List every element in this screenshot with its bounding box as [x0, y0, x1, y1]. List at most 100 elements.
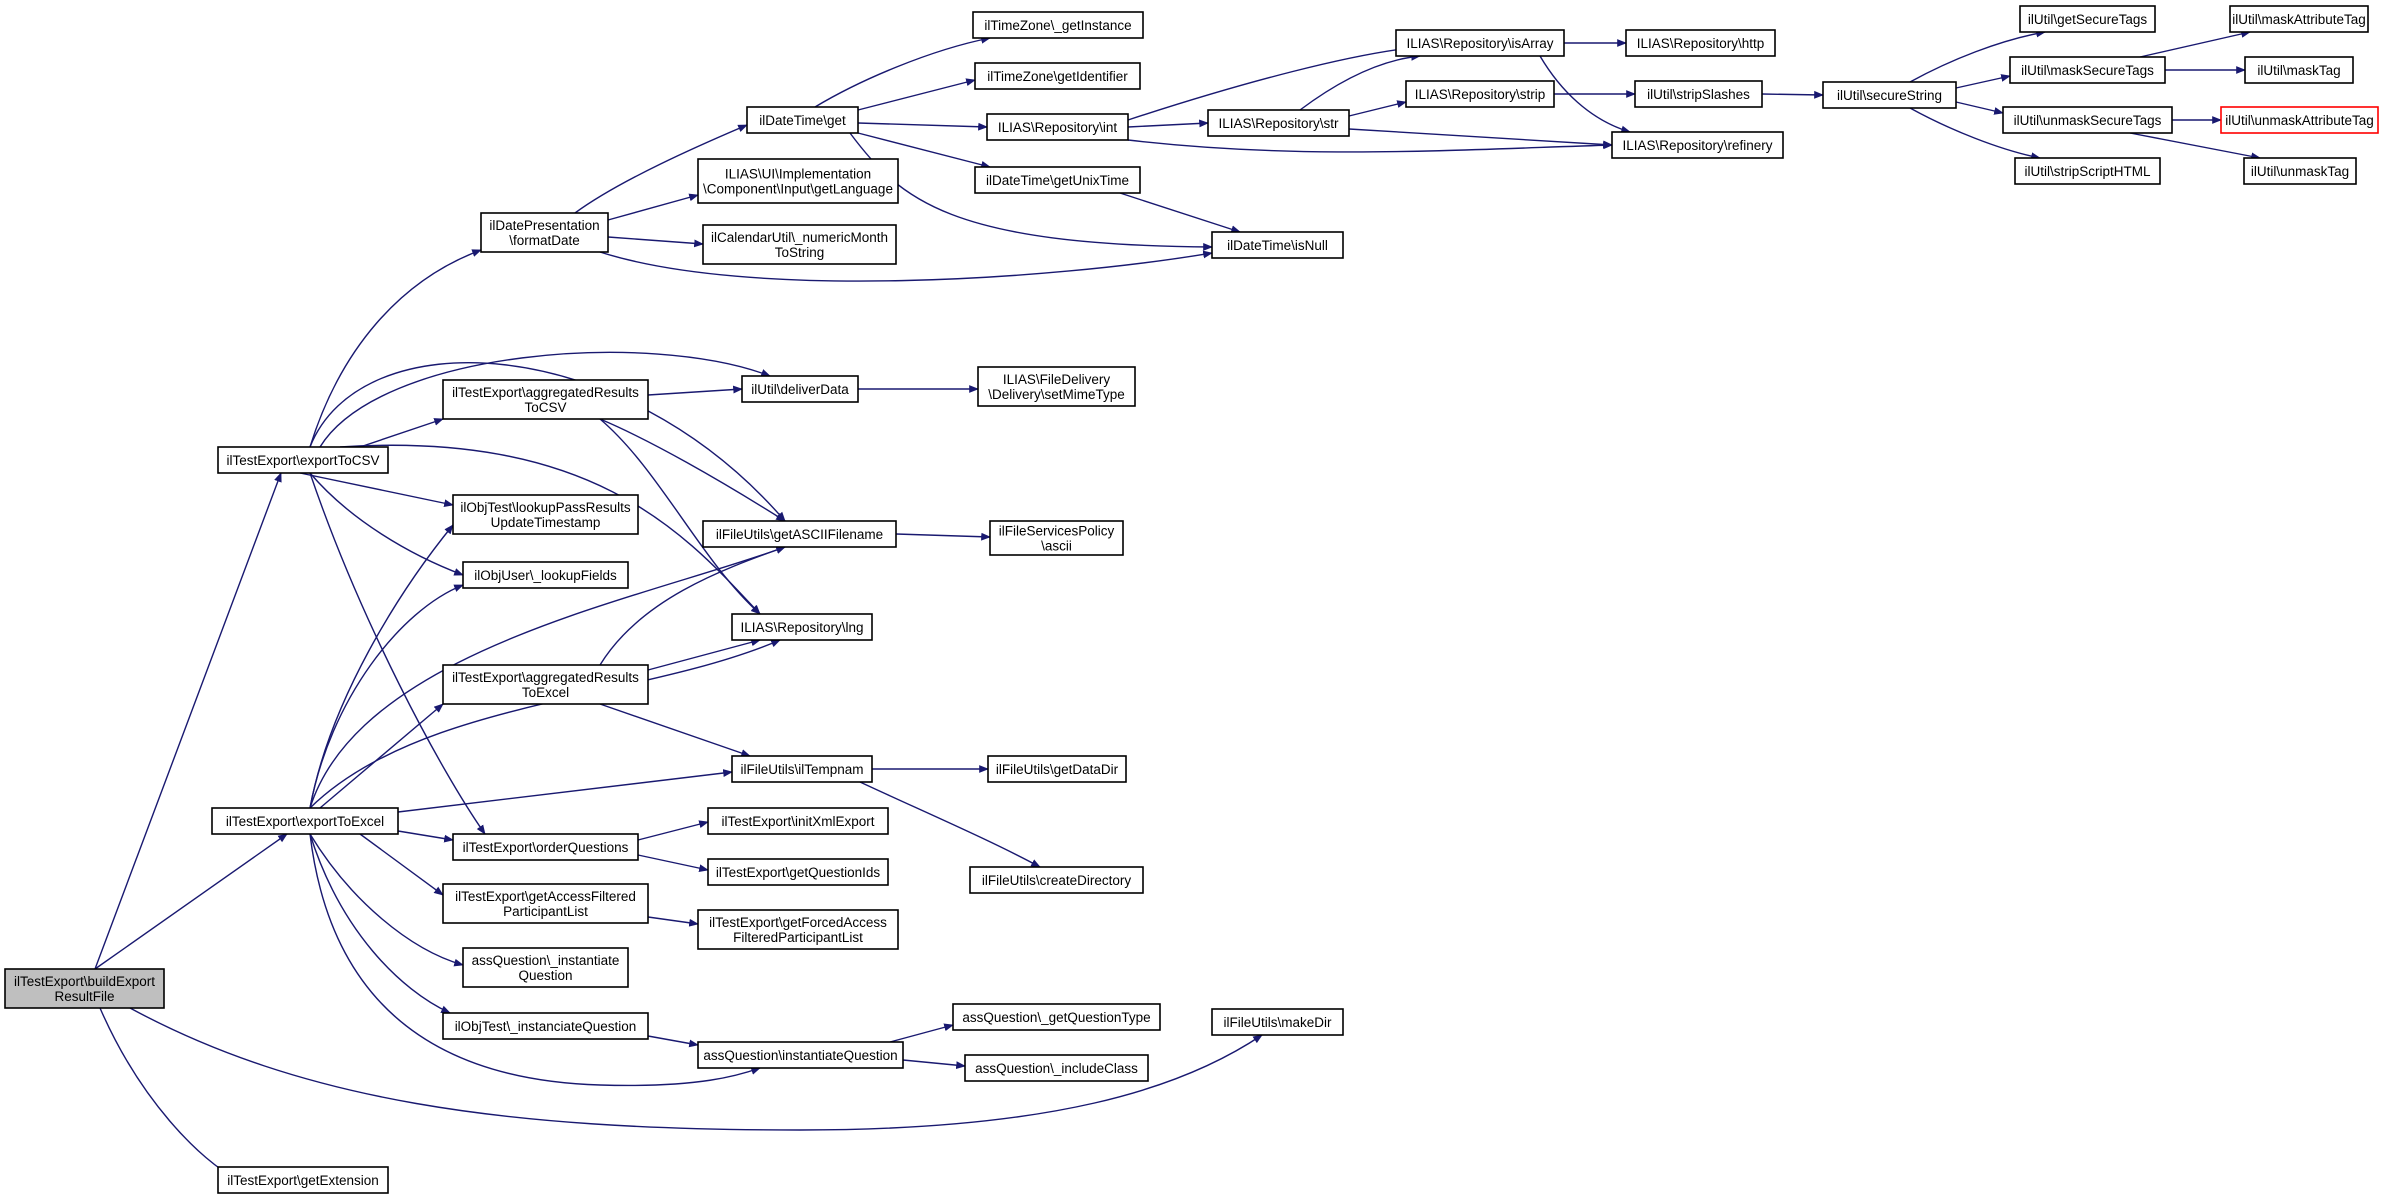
- node-mask-secure-tags[interactable]: ilUtil\maskSecureTags: [2009, 56, 2166, 84]
- node-fs-ascii[interactable]: ilFileServicesPolicy\ascii: [989, 520, 1124, 556]
- node-label: \formatDate: [509, 233, 580, 248]
- node-label: assQuestion\_instantiate: [472, 953, 620, 968]
- node-data-dir[interactable]: ilFileUtils\getDataDir: [987, 755, 1127, 783]
- node-label: ToExcel: [522, 685, 569, 700]
- edge-repo-int-to-refinery: [1127, 139, 1613, 153]
- node-box: [1395, 29, 1565, 57]
- node-label: ILIAS\Repository\refinery: [1622, 138, 1772, 153]
- node-box: [969, 866, 1144, 894]
- node-box: [987, 755, 1127, 783]
- node-q-ids[interactable]: ilTestExport\getQuestionIds: [707, 858, 889, 886]
- node-box: [1634, 80, 1763, 108]
- node-label: ilObjTest\_instanciateQuestion: [455, 1019, 637, 1034]
- node-unix-time[interactable]: ilDateTime\getUnixTime: [974, 166, 1141, 194]
- node-deliver-data[interactable]: ilUtil\deliverData: [741, 375, 859, 403]
- edge-aq-instantiate-to-q-type: [889, 1023, 954, 1043]
- node-label: ilFileUtils\createDirectory: [982, 873, 1132, 888]
- node-mask-attr[interactable]: ilUtil\maskAttributeTag: [2229, 5, 2369, 33]
- node-label: ilDatePresentation: [489, 218, 599, 233]
- node-lookup-pass[interactable]: ilObjTest\lookupPassResultsUpdateTimesta…: [452, 494, 639, 535]
- node-unmask-attr[interactable]: ilUtil\unmaskAttributeTag: [2220, 106, 2379, 134]
- node-access-filtered[interactable]: ilTestExport\getAccessFilteredParticipan…: [442, 883, 649, 924]
- node-is-null[interactable]: ilDateTime\isNull: [1211, 231, 1344, 259]
- node-tz-instance[interactable]: ilTimeZone\_getInstance: [972, 11, 1144, 39]
- node-label: ilUtil\unmaskAttributeTag: [2225, 113, 2374, 128]
- edge-root-to-get-extension: [99, 1007, 239, 1181]
- node-ascii-name[interactable]: ilFileUtils\getASCIIFilename: [702, 520, 897, 548]
- node-tempnam[interactable]: ilFileUtils\ilTempnam: [731, 755, 873, 783]
- node-get-secure-tags[interactable]: ilUtil\getSecureTags: [2019, 5, 2156, 33]
- node-label: \Delivery\setMimeType: [988, 387, 1125, 402]
- node-export-to-csv[interactable]: ilTestExport\exportToCSV: [217, 446, 389, 474]
- edge-order-q-to-init-xml: [637, 820, 709, 841]
- node-export-to-excel[interactable]: ilTestExport\exportToExcel: [211, 807, 399, 835]
- node-label: ToCSV: [524, 400, 566, 415]
- node-make-dir[interactable]: ilFileUtils\makeDir: [1211, 1008, 1344, 1036]
- node-forced-access[interactable]: ilTestExport\getForcedAccessFilteredPart…: [697, 909, 899, 950]
- node-box: [442, 664, 649, 705]
- node-label: ilUtil\deliverData: [751, 382, 849, 397]
- edge-repo-str-to-is-array: [1299, 52, 1421, 111]
- node-refinery[interactable]: ILIAS\Repository\refinery: [1611, 131, 1784, 159]
- edge-export-to-excel-to-access-filtered: [359, 833, 444, 896]
- node-repo-int[interactable]: ILIAS\Repository\int: [986, 113, 1129, 141]
- node-box: [2243, 157, 2357, 185]
- edge-agg-excel-to-tempnam: [599, 703, 751, 757]
- node-strip-slashes[interactable]: ilUtil\stripSlashes: [1634, 80, 1763, 108]
- node-mask-tag[interactable]: ilUtil\maskTag: [2244, 56, 2354, 84]
- node-lookup-fields[interactable]: ilObjUser\_lookupFields: [462, 561, 629, 589]
- node-box: [741, 375, 859, 403]
- node-unmask-tag[interactable]: ilUtil\unmaskTag: [2243, 157, 2357, 185]
- edge-dt-get-to-tz-instance: [814, 35, 991, 108]
- node-instantiate-q[interactable]: assQuestion\_instantiateQuestion: [462, 947, 629, 988]
- node-init-xml[interactable]: ilTestExport\initXmlExport: [707, 807, 889, 835]
- node-include-class[interactable]: assQuestion\_includeClass: [964, 1054, 1149, 1082]
- edge-repo-str-to-repo-strip: [1348, 100, 1407, 117]
- node-secure-string[interactable]: ilUtil\secureString: [1822, 81, 1957, 109]
- node-is-array[interactable]: ILIAS\Repository\isArray: [1395, 29, 1565, 57]
- node-tz-id[interactable]: ilTimeZone\getIdentifier: [974, 62, 1141, 90]
- node-box: [707, 858, 889, 886]
- node-mime-type[interactable]: ILIAS\FileDelivery\Delivery\setMimeType: [977, 366, 1136, 407]
- edge-strip-slashes-to-secure-string: [1761, 90, 1824, 99]
- node-repo-strip[interactable]: ILIAS\Repository\strip: [1405, 80, 1555, 108]
- node-lng[interactable]: ILIAS\Repository\lng: [731, 613, 873, 641]
- node-label: \ascii: [1041, 539, 1072, 554]
- edge-dt-get-to-tz-id: [857, 78, 976, 111]
- node-label: ilUtil\secureString: [1837, 88, 1942, 103]
- node-repo-http[interactable]: ILIAS\Repository\http: [1625, 29, 1776, 57]
- node-strip-script[interactable]: ilUtil\stripScriptHTML: [2014, 157, 2161, 185]
- edge-unmask-secure-tags-to-unmask-tag: [2129, 132, 2261, 161]
- node-aq-instantiate[interactable]: assQuestion\instantiateQuestion: [697, 1041, 904, 1069]
- node-box: [986, 113, 1129, 141]
- node-label: ILIAS\Repository\str: [1218, 116, 1339, 131]
- node-box: [989, 520, 1124, 556]
- edge-root-to-export-to-excel: [94, 833, 288, 970]
- node-box: [2002, 106, 2173, 134]
- node-box: [702, 224, 897, 265]
- node-order-q[interactable]: ilTestExport\orderQuestions: [452, 833, 639, 861]
- node-ui-lang[interactable]: ILIAS\UI\Implementation\Component\Input\…: [697, 158, 899, 204]
- node-box: [1211, 231, 1344, 259]
- node-create-dir[interactable]: ilFileUtils\createDirectory: [969, 866, 1144, 894]
- edge-format-date-to-dt-get: [574, 124, 748, 214]
- node-label: assQuestion\_includeClass: [975, 1061, 1138, 1076]
- node-label: UpdateTimestamp: [491, 515, 601, 530]
- node-repo-str[interactable]: ILIAS\Repository\str: [1207, 109, 1350, 137]
- edge-format-date-to-ui-lang: [607, 193, 699, 221]
- node-format-date[interactable]: ilDatePresentation\formatDate: [480, 212, 609, 253]
- edge-export-to-excel-to-lng: [309, 639, 781, 809]
- node-label: ilTestExport\initXmlExport: [721, 814, 874, 829]
- node-q-type[interactable]: assQuestion\_getQuestionType: [952, 1003, 1161, 1031]
- node-instanciate-q[interactable]: ilObjTest\_instanciateQuestion: [442, 1012, 649, 1040]
- node-get-extension[interactable]: ilTestExport\getExtension: [217, 1166, 389, 1194]
- node-unmask-secure-tags[interactable]: ilUtil\unmaskSecureTags: [2002, 106, 2173, 134]
- node-dt-get[interactable]: ilDateTime\get: [746, 106, 859, 134]
- edge-secure-string-to-get-secure-tags: [1909, 29, 2046, 83]
- node-label: ToString: [775, 245, 825, 260]
